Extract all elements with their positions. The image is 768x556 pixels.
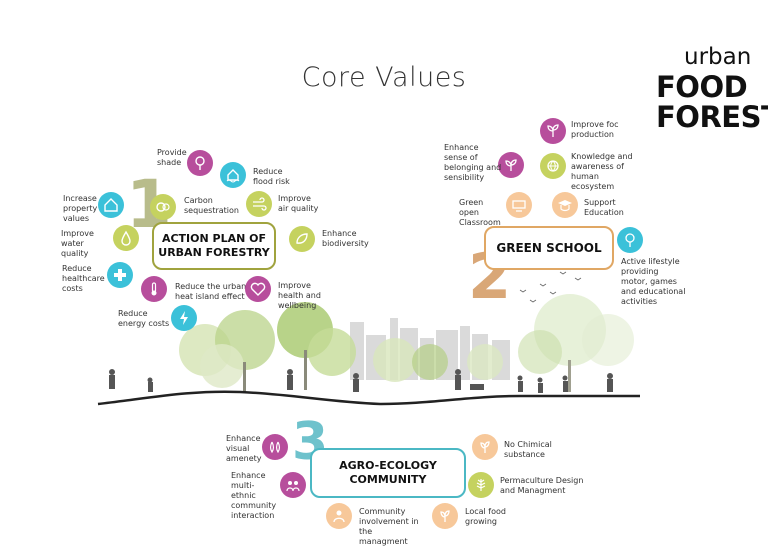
- agro-ecology-title-2: COMMUNITY: [349, 473, 427, 486]
- water-label: Improve water quality: [61, 229, 94, 258]
- multiethnic-icon: [280, 472, 306, 498]
- food-production-icon: [540, 118, 566, 144]
- agro-ecology-box: AGRO-ECOLOGY COMMUNITY: [310, 448, 466, 498]
- education-label: Support Education: [584, 198, 624, 217]
- green-school-box: GREEN SCHOOL: [484, 226, 614, 270]
- carbon-icon: [150, 194, 176, 220]
- biodiversity-label: Enhance biodiversity: [322, 229, 369, 248]
- permaculture-label: Permaculture Design and Managment: [500, 476, 584, 495]
- biodiversity-icon: [289, 226, 315, 252]
- healthcare-label: Reduce healthcare costs: [62, 264, 105, 293]
- shade-label: Provide shade: [157, 148, 187, 167]
- flood-label: Reduce flood risk: [253, 167, 290, 186]
- lifestyle-label: Active lifestyle providing motor, games …: [621, 257, 686, 306]
- heat-icon: [141, 276, 167, 302]
- belonging-icon: [498, 152, 524, 178]
- agro-ecology-title-1: AGRO-ECOLOGY: [339, 459, 437, 472]
- carbon-label: Carbon sequestration: [184, 196, 239, 215]
- lifestyle-icon: [617, 227, 643, 253]
- heat-label: Reduce the urban heat island effect: [175, 282, 247, 301]
- belonging-label: Enhance sense of belonging and sensibili…: [444, 143, 502, 182]
- food-production-label: Improve foc production: [571, 120, 619, 139]
- local-food-icon: [432, 503, 458, 529]
- action-plan-title-1: ACTION PLAN OF: [161, 232, 267, 245]
- shade-icon: [187, 150, 213, 176]
- action-plan-box: ACTION PLAN OF URBAN FORESTRY: [152, 222, 276, 270]
- local-food-label: Local food growing: [465, 507, 506, 526]
- water-icon: [113, 225, 139, 251]
- involvement-icon: [326, 503, 352, 529]
- air-icon: [246, 191, 272, 217]
- knowledge-label: Knowledge and awareness of human ecosyst…: [571, 152, 633, 191]
- energy-icon: [171, 305, 197, 331]
- permaculture-icon: [468, 472, 494, 498]
- education-icon: [552, 192, 578, 218]
- page-title: Core Values: [301, 62, 467, 93]
- air-label: Improve air quality: [278, 194, 319, 213]
- action-plan-title-2: URBAN FORESTRY: [158, 246, 270, 259]
- no-chemical-label: No Chimical substance: [504, 440, 552, 459]
- visual-amenity-icon: [262, 434, 288, 460]
- brand-forest: FOREST: [656, 100, 768, 134]
- healthcare-icon: [107, 262, 133, 288]
- property-icon: [98, 192, 124, 218]
- visual-amenity-label: Enhance visual amenety: [226, 434, 262, 463]
- property-label: Increase property values: [63, 194, 98, 223]
- knowledge-icon: [540, 153, 566, 179]
- classroom-icon: [506, 192, 532, 218]
- flood-icon: [220, 162, 246, 188]
- classroom-label: Green open Classroom: [459, 198, 501, 227]
- involvement-label: Community involvement in the managment: [359, 507, 419, 546]
- brand-urban: urban: [684, 44, 752, 70]
- no-chemical-icon: [472, 434, 498, 460]
- energy-label: Reduce energy costs: [118, 309, 170, 328]
- health-icon: [245, 276, 271, 302]
- green-school-title: GREEN SCHOOL: [496, 241, 602, 255]
- health-label: Improve health and wellbeing: [278, 281, 321, 310]
- brand-food: FOOD: [656, 70, 748, 104]
- multiethnic-label: Enhance multi-ethnic community interacti…: [231, 471, 277, 520]
